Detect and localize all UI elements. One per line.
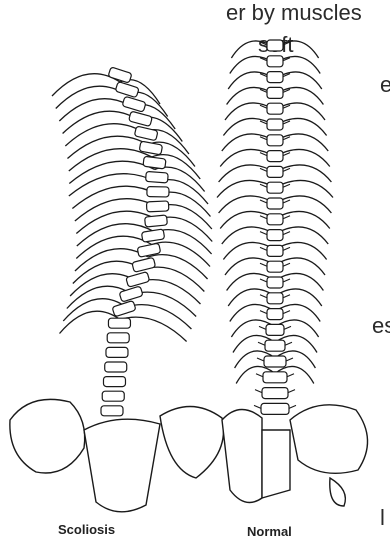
vertebra [126, 272, 150, 288]
rib-left [72, 186, 158, 208]
vertebra [134, 126, 158, 141]
vertebra [267, 87, 283, 98]
vertebra [262, 388, 288, 399]
rib-left [67, 136, 147, 158]
vertebra [129, 111, 153, 126]
vertebra [143, 156, 166, 169]
pelvis-bone [222, 409, 262, 502]
vertebra [265, 340, 285, 351]
vertebra [101, 406, 123, 416]
vertebra [267, 40, 283, 51]
vertebra [119, 286, 143, 302]
vertebra [267, 72, 283, 83]
vertebra [267, 198, 283, 209]
vertebra [105, 362, 127, 372]
vertebra [267, 261, 283, 272]
vertebra [263, 372, 287, 383]
vertebra [267, 182, 283, 193]
vertebra [267, 293, 283, 304]
rib-left [217, 180, 275, 197]
vertebra [141, 229, 164, 242]
vertebra [267, 103, 283, 114]
vertebra [102, 391, 124, 401]
vertebra [267, 56, 283, 67]
vertebra [267, 245, 283, 256]
rib-left [65, 124, 143, 146]
vertebra [267, 119, 283, 130]
pelvis-bone [262, 430, 290, 498]
vertebra [267, 135, 283, 146]
pelvis-bone [84, 419, 160, 512]
vertebra [132, 257, 156, 272]
vertebra [267, 309, 283, 320]
vertebra [145, 215, 168, 227]
pelvis-drawing [10, 399, 368, 511]
vertebra [122, 96, 146, 112]
vertebra [267, 214, 283, 225]
vertebra [267, 230, 283, 241]
vertebra [147, 187, 169, 197]
vertebra [264, 356, 286, 367]
vertebra [107, 333, 129, 343]
vertebra [267, 166, 283, 177]
rib-left [69, 149, 152, 171]
vertebra [115, 81, 139, 97]
pelvis-bone [290, 405, 368, 473]
vertebra [266, 324, 284, 335]
rib-left [59, 99, 132, 121]
vertebra [267, 277, 283, 288]
vertebra [146, 171, 169, 183]
rib-left [69, 161, 155, 183]
vertebra [106, 347, 128, 357]
scoliosis-caption: Scoliosis [58, 522, 115, 537]
vertebra [146, 201, 168, 212]
pelvis-bone [10, 399, 85, 473]
vertebra [103, 377, 125, 387]
normal-caption: Normal [247, 524, 292, 539]
vertebra [261, 403, 289, 414]
rib-left [63, 111, 139, 133]
vertebra [267, 151, 283, 162]
pelvis-bone [330, 478, 346, 506]
pelvis-bone [160, 406, 224, 478]
vertebra [112, 300, 136, 316]
normal-spine [254, 40, 296, 414]
rib-left [69, 174, 157, 196]
rib-right [275, 180, 333, 197]
vertebra [108, 318, 130, 328]
vertebra [108, 67, 132, 83]
